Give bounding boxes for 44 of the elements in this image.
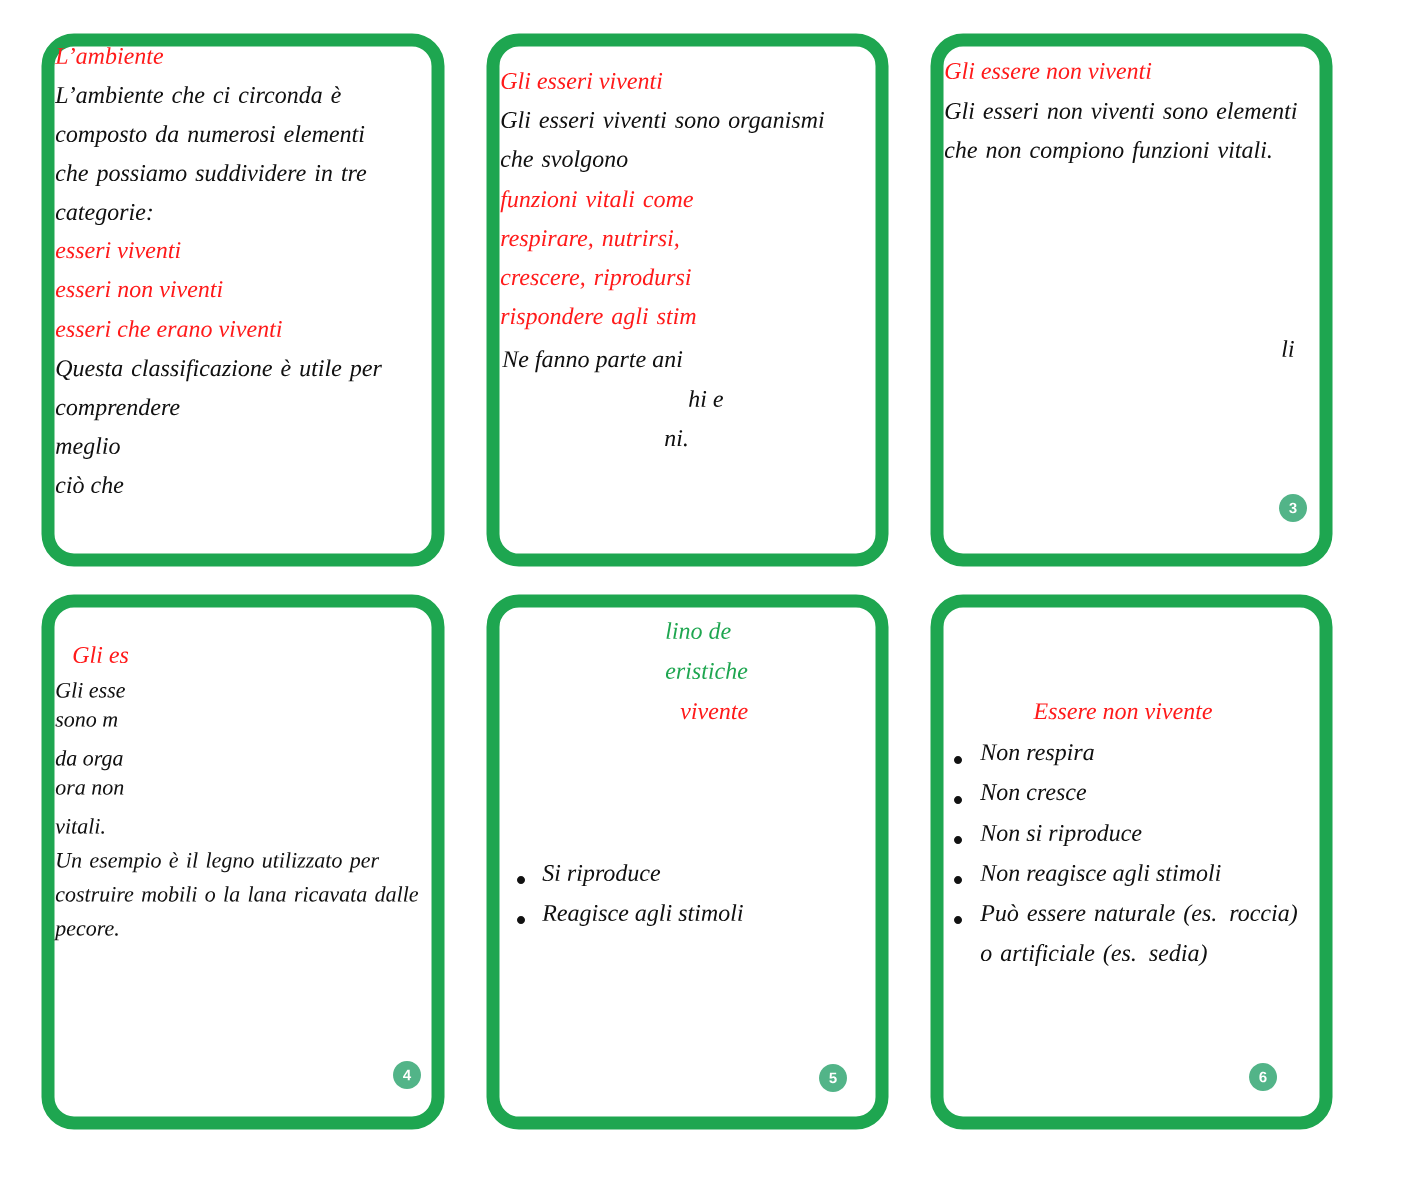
card-heading: eristiche (665, 662, 748, 680)
card-text: Gli esseri non viventi sono elementi che non compiono funzioni vitali. (944, 102, 1297, 163)
bullet-item: Non reagisce agli stimoli (980, 864, 1221, 886)
card-heading: lino de (666, 622, 731, 640)
card-heading: Essere non vivente (1033, 703, 1212, 720)
page-number: 3 (1279, 494, 1307, 522)
card-heading: Gli essere non viventi (945, 62, 1152, 80)
bullet-item: Si riproduce (542, 864, 661, 886)
card (930, 33, 1333, 567)
card (486, 33, 889, 567)
card-text: Gli esse (56, 682, 125, 698)
card-text: ora non (55, 784, 124, 795)
card (930, 594, 1333, 1130)
card-heading: L’ambiente (54, 47, 164, 65)
card-text: hi e (689, 390, 723, 408)
card-text: vitali. (55, 818, 104, 834)
card (41, 33, 445, 567)
card-text: ciò che (55, 476, 124, 494)
card (41, 594, 445, 1130)
card-text: esseri non viventi (55, 281, 223, 298)
bullet-item: Non si riproduce (980, 824, 1142, 846)
card-text: esseri viventi (55, 242, 181, 259)
card-text: Ne fanno parte ani (502, 350, 683, 373)
page-number: 4 (393, 1061, 421, 1089)
card-text: li (1282, 340, 1294, 357)
bullet-item: Non cresce (980, 784, 1087, 801)
card-text: meglio (56, 437, 120, 459)
card (486, 594, 889, 1130)
card-heading: Gli esseri viventi (501, 72, 663, 90)
page-number: 5 (819, 1064, 847, 1092)
card-text: funzioni vitali come respirare, nutrirsi, crescere, riprodursi rispondere agli stim (500, 190, 696, 330)
card-text: da orga (55, 750, 123, 771)
card-heading: vivente (680, 703, 748, 720)
card-text: Un esempio è il legno utilizzato per costruire mobili o la lana ricavata dalle pecore. (53, 852, 419, 941)
card-text: esseri che erano viventi (55, 320, 282, 338)
card-heading: Gli es (73, 646, 129, 664)
bullet-item: Non respira (980, 744, 1094, 766)
page-number: 6 (1249, 1063, 1277, 1091)
card-text: L’ambiente che ci circonda è composto da numerosi elementi che possiamo suddividere in tre categorie: (54, 86, 367, 225)
card-text: Gli esseri viventi sono organismi che svolgono (500, 111, 824, 172)
bullet-item: Reagisce agli stimoli (542, 904, 743, 926)
card-text: ni. (665, 430, 687, 447)
card-text: sono m (55, 716, 118, 727)
bullet-item: Può essere naturale (es. roccia) o artificiale (es. sedia) (980, 904, 1297, 966)
